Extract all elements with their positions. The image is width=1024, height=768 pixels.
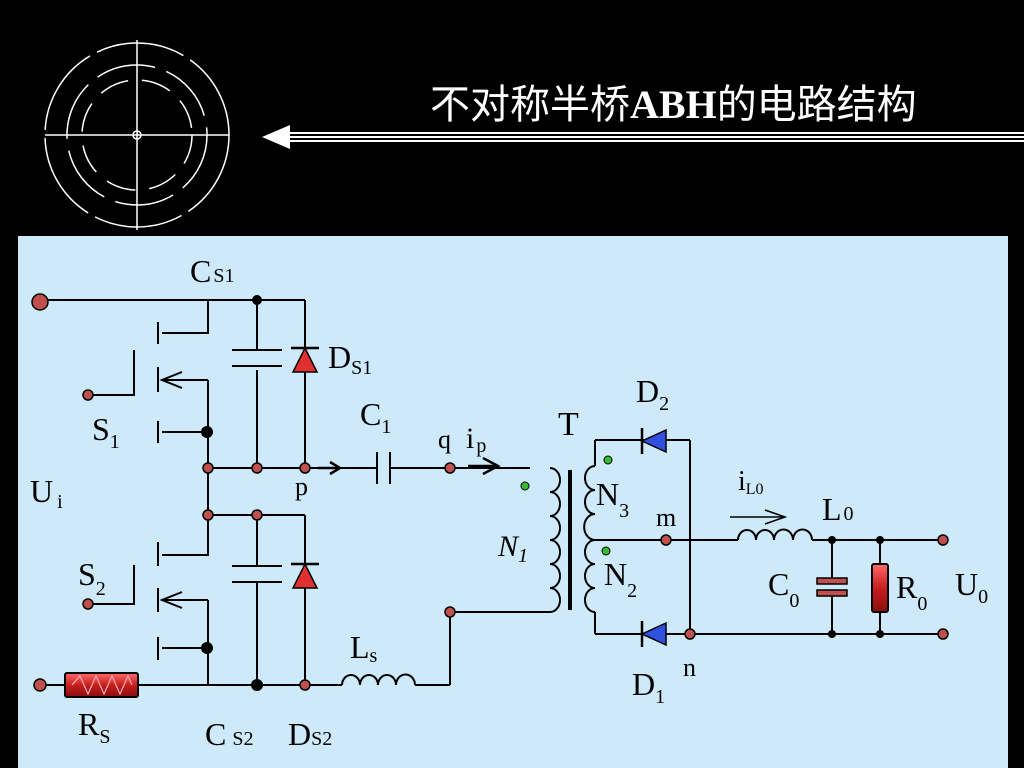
label-rs: RS — [78, 706, 110, 748]
circuit-panel — [18, 236, 1008, 768]
label-il0: iL0 — [738, 466, 764, 498]
capacitor-c0-icon — [816, 577, 848, 597]
label-p: p — [295, 472, 308, 501]
label-c0: C0 — [768, 566, 799, 612]
label-q: q — [438, 425, 451, 454]
label-d2: D2 — [636, 373, 669, 415]
label-ls: Ls — [350, 629, 378, 667]
label-r0: R0 — [896, 569, 927, 615]
label-m: m — [656, 503, 676, 532]
slide-title: 不对称半桥ABH的电路结构 — [430, 82, 917, 128]
polarity-dot-n1 — [520, 481, 530, 491]
label-s1: S1 — [92, 411, 120, 453]
diode-d1-icon — [640, 621, 667, 647]
crosshair-logo-icon — [44, 40, 230, 230]
diode-ds2-icon — [291, 562, 319, 589]
label-u0: U0 — [955, 566, 988, 608]
polarity-dot-n2 — [601, 546, 611, 556]
resistor-r0-icon — [871, 563, 889, 613]
label-n1: N1 — [497, 530, 528, 567]
label-ds1: DS1 — [328, 339, 372, 379]
label-c1: C1 — [360, 396, 391, 438]
polarity-dot-n3 — [603, 455, 613, 465]
label-t: T — [558, 406, 579, 443]
terminal-ui-top — [31, 293, 49, 311]
terminal-ui-bottom — [33, 678, 47, 692]
label-s2: S2 — [78, 556, 106, 600]
label-d1: D1 — [632, 666, 665, 708]
title-arrow-icon — [262, 125, 1024, 149]
label-n: n — [683, 653, 696, 682]
label-ds2: DS2 — [288, 716, 332, 752]
resistor-rs-icon — [64, 672, 139, 698]
label-n2: N2 — [604, 556, 637, 602]
label-n3: N3 — [596, 476, 629, 522]
diode-d2-icon — [640, 428, 667, 454]
diode-ds1-icon — [291, 346, 319, 373]
